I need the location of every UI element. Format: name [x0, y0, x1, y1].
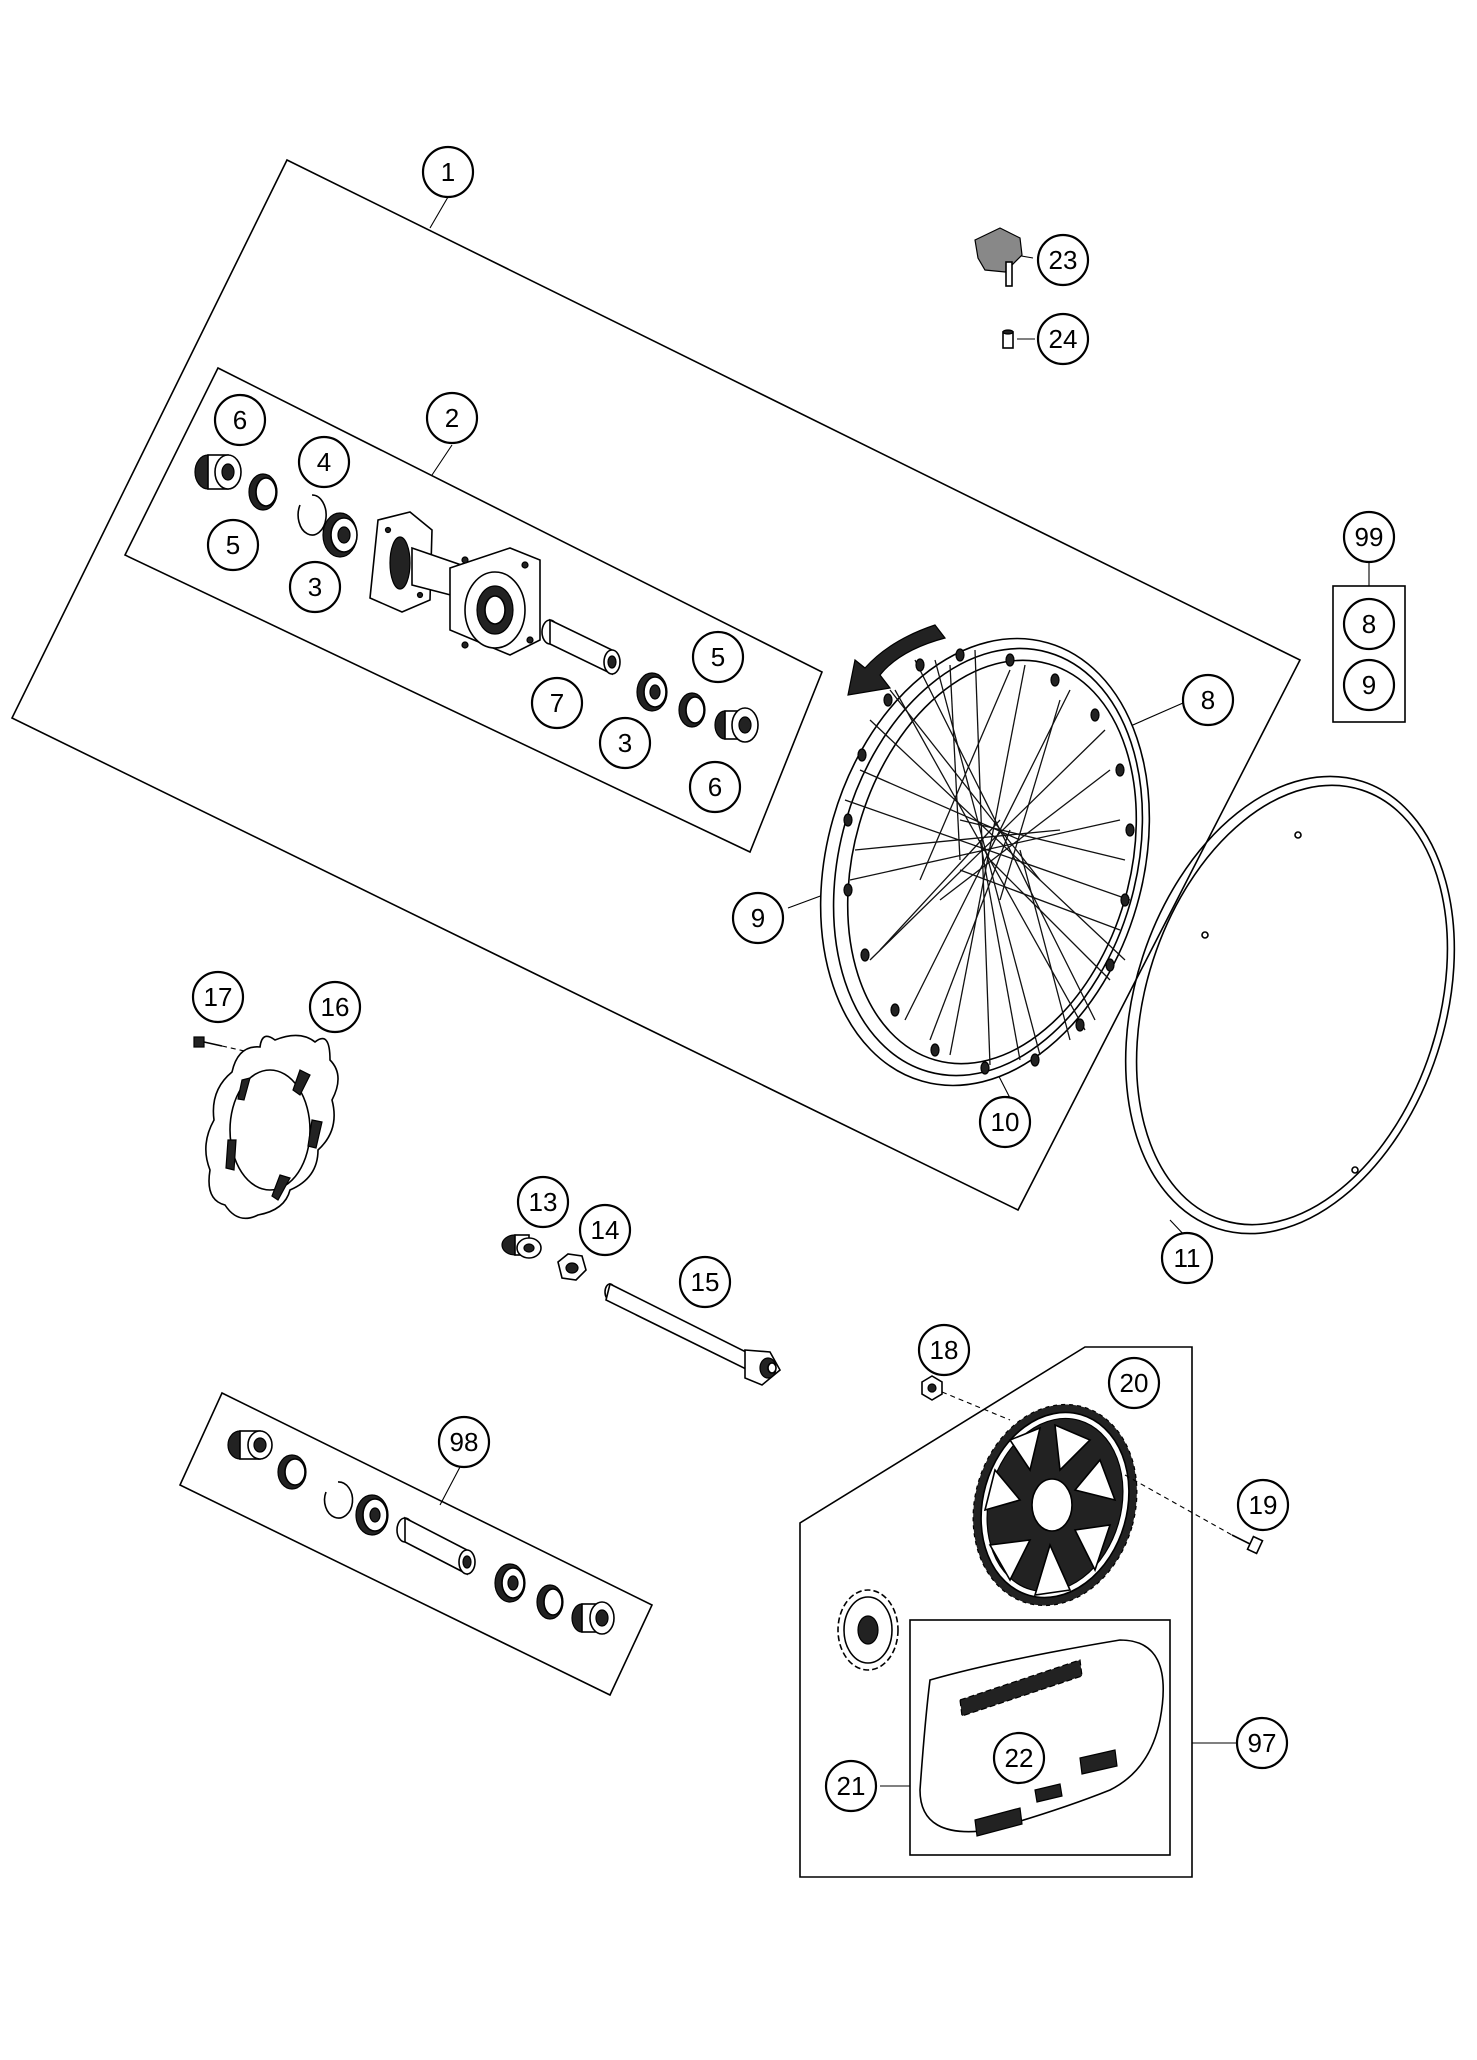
- valve-parts: [974, 227, 1023, 349]
- callout-98: 98: [437, 1415, 491, 1469]
- callout-15: 15: [678, 1255, 732, 1309]
- callout-20: 20: [1107, 1356, 1161, 1410]
- callout-23: 23: [1036, 233, 1090, 287]
- callout-label: 5: [711, 642, 725, 672]
- group-frame-bearing-kit: [178, 1391, 654, 1697]
- callout-label: 15: [691, 1267, 720, 1297]
- callout-11: 11: [1160, 1231, 1214, 1285]
- callout-16: 16: [308, 980, 362, 1034]
- brake-disc-parts: [193, 1034, 339, 1220]
- engine-sprocket: [837, 1589, 899, 1671]
- rim-band: [1124, 775, 1456, 1235]
- callout-label: 21: [837, 1771, 866, 1801]
- callout-8: 8: [1342, 597, 1396, 651]
- collar-nut-18: [921, 1375, 943, 1401]
- callout-6: 6: [688, 760, 742, 814]
- callout-6: 6: [213, 393, 267, 447]
- bearing-right: [636, 672, 668, 712]
- callout-label: 8: [1362, 609, 1376, 639]
- callout-label: 20: [1120, 1368, 1149, 1398]
- spacer-13: [501, 1234, 542, 1259]
- spoked-rim: [819, 637, 1151, 1087]
- wheel-spindle-parts: [501, 1234, 782, 1386]
- shaft-seal-right: [678, 692, 706, 728]
- brake-disc-screw: [193, 1036, 223, 1048]
- callout-label: 99: [1355, 522, 1384, 552]
- callout-22: 22: [992, 1731, 1046, 1785]
- hub-parts: [194, 454, 759, 743]
- callout-14: 14: [578, 1203, 632, 1257]
- callout-label: 6: [233, 405, 247, 435]
- callout-2: 2: [425, 391, 479, 445]
- callout-label: 10: [991, 1107, 1020, 1137]
- callout-label: 19: [1249, 1490, 1278, 1520]
- callout-label: 9: [1362, 670, 1376, 700]
- callout-5: 5: [691, 630, 745, 684]
- callout-label: 13: [529, 1187, 558, 1217]
- callout-label: 16: [321, 992, 350, 1022]
- callout-3: 3: [598, 716, 652, 770]
- bearing-left: [322, 512, 358, 558]
- group-frame-chain: [909, 1619, 1171, 1856]
- group-frame-wheel: [10, 158, 1302, 1212]
- callout-label: 11: [1174, 1243, 1201, 1273]
- callout-9: 9: [1342, 658, 1396, 712]
- distance-tube: [541, 618, 621, 676]
- callout-label: 3: [618, 728, 632, 758]
- callout-label: 6: [708, 772, 722, 802]
- drive-kit-parts: [837, 1375, 1264, 1837]
- callout-label: 23: [1049, 245, 1078, 275]
- nut-14: [557, 1253, 587, 1281]
- rotation-direction-arrow: [847, 624, 947, 696]
- callout-label: 9: [751, 903, 765, 933]
- wheel-spindle: [604, 1282, 782, 1386]
- callout-4: 4: [297, 435, 351, 489]
- group-frame-hub: [123, 366, 824, 854]
- callout-label: 8: [1201, 685, 1215, 715]
- callout-24: 24: [1036, 312, 1090, 366]
- callout-label: 24: [1049, 324, 1078, 354]
- circlip: [297, 494, 327, 536]
- chain-joint: [1034, 1783, 1063, 1803]
- callout-label: 98: [450, 1427, 479, 1457]
- callout-label: 14: [591, 1215, 620, 1245]
- callout-label: 22: [1005, 1743, 1034, 1773]
- callout-label: 97: [1248, 1728, 1277, 1758]
- sprocket-screw-19: [1231, 1534, 1264, 1555]
- group-frame-drive-kit: [799, 1346, 1193, 1878]
- callout-3: 3: [288, 560, 342, 614]
- callout-label: 18: [930, 1335, 959, 1365]
- callout-label: 4: [317, 447, 331, 477]
- callout-label: 17: [204, 982, 233, 1012]
- callout-8: 8: [1181, 673, 1235, 727]
- rear-sprocket: [972, 1403, 1138, 1607]
- dust-seal-sleeve-left: [194, 454, 242, 490]
- callout-97: 97: [1235, 1716, 1289, 1770]
- chain: [919, 1639, 1164, 1837]
- callout-13: 13: [516, 1175, 570, 1229]
- callout-21: 21: [824, 1759, 878, 1813]
- callout-label: 7: [550, 688, 564, 718]
- callout-9: 9: [731, 891, 785, 945]
- callout-label: 5: [226, 530, 240, 560]
- wheel-hub: [369, 511, 541, 656]
- callout-label: 3: [308, 572, 322, 602]
- callout-10: 10: [978, 1095, 1032, 1149]
- callout-label: 2: [445, 403, 459, 433]
- callout-18: 18: [917, 1323, 971, 1377]
- bearing-kit-parts: [227, 1430, 615, 1635]
- callout-17: 17: [191, 970, 245, 1024]
- callout-5: 5: [206, 518, 260, 572]
- callout-1: 1: [421, 145, 475, 199]
- shaft-seal-left: [248, 473, 278, 511]
- callout-label: 1: [441, 157, 455, 187]
- dust-seal-sleeve-right: [714, 707, 759, 743]
- callout-19: 19: [1236, 1478, 1290, 1532]
- callout-99: 99: [1342, 510, 1396, 564]
- callout-7: 7: [530, 676, 584, 730]
